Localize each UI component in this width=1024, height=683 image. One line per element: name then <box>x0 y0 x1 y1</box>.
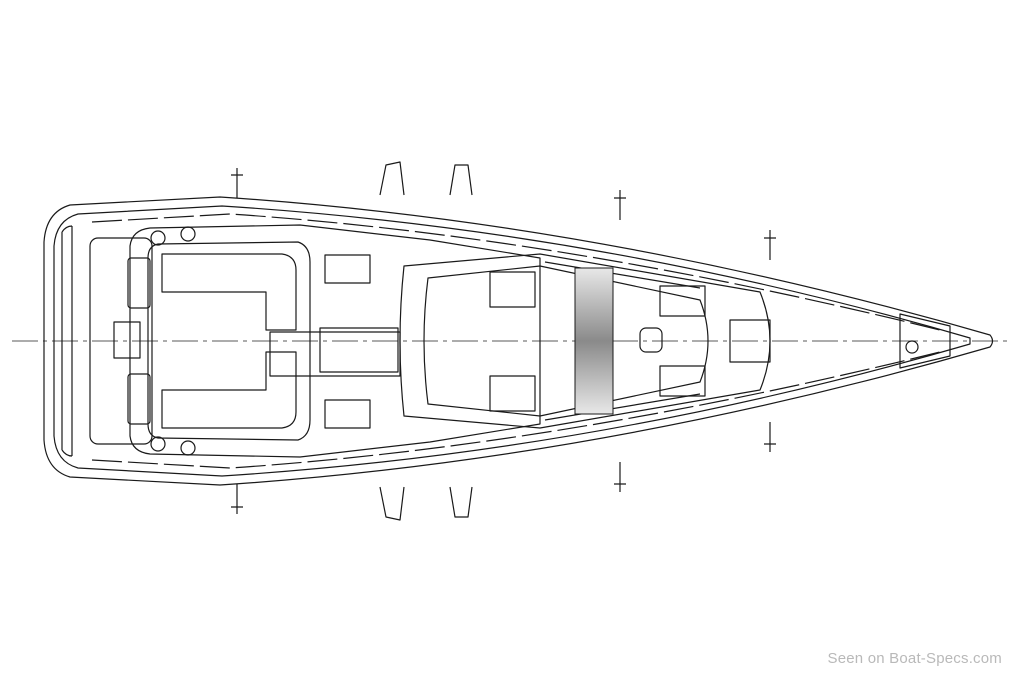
winch-port-mid <box>180 226 196 242</box>
bench-port <box>161 253 297 331</box>
deck-edge <box>53 205 971 477</box>
anchor-locker <box>899 313 951 369</box>
bow-roller <box>905 340 919 354</box>
transom <box>61 225 73 457</box>
hull-outline <box>43 196 994 486</box>
helm-starboard <box>127 373 151 425</box>
chainplate-port <box>544 261 701 289</box>
cockpit-table <box>269 331 401 377</box>
fender-starboard <box>379 486 473 521</box>
companionway <box>319 327 399 373</box>
hatch-1-starboard <box>324 399 371 429</box>
winch-starboard-aft <box>150 436 166 452</box>
winch-starboard-mid <box>180 440 196 456</box>
hatch-2-port <box>489 271 536 308</box>
winch-port-aft <box>150 230 166 246</box>
hatch-fore <box>729 319 771 363</box>
stanchion-marks <box>231 168 776 514</box>
stern-platform <box>89 237 153 445</box>
fender-port <box>379 161 473 196</box>
mast-shade <box>574 267 614 415</box>
cockpit-coaming <box>129 224 541 458</box>
hatch-2-starboard <box>489 375 536 412</box>
stern-hatch <box>113 321 141 359</box>
helm-port <box>127 257 151 309</box>
watermark-text: Seen on Boat-Specs.com <box>827 650 1002 667</box>
lifeline-starboard <box>91 351 941 469</box>
hatch-1-port <box>324 254 371 284</box>
lifeline-port <box>91 213 941 331</box>
coachroof <box>399 253 771 429</box>
bench-starboard <box>161 351 297 429</box>
chainplate-starboard <box>544 393 701 421</box>
hatch-3-port <box>659 285 706 317</box>
mast-step <box>639 327 663 353</box>
hatch-3-starboard <box>659 365 706 397</box>
cockpit-inner <box>147 241 311 441</box>
